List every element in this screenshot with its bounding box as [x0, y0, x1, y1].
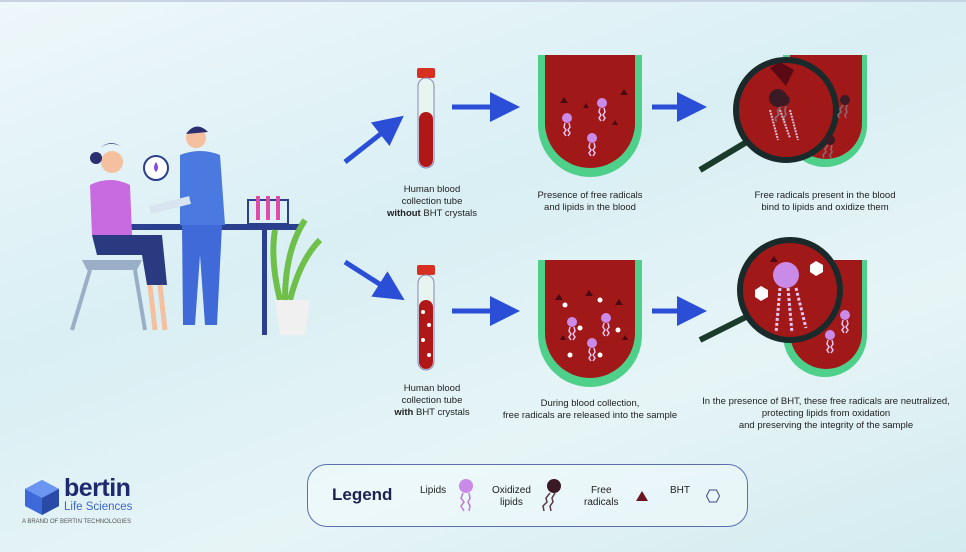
- magnified-bottom: [698, 237, 867, 377]
- beaker-bottom: [538, 260, 642, 387]
- caption-line: bind to lipids and oxidize them: [761, 202, 889, 213]
- caption-line: During blood collection,: [540, 398, 640, 409]
- flow-arrows: [343, 92, 707, 326]
- caption-line: Presence of free radicals: [537, 190, 643, 201]
- legend-label-lipids: Lipids: [420, 485, 447, 496]
- free-radical-triangle-icon: [636, 491, 648, 501]
- bertin-logo: bertin Life Sciences A BRAND OF BERTIN T…: [22, 474, 132, 525]
- blood-draw-scene: [70, 126, 323, 335]
- logo-subtitle: Life Sciences: [64, 501, 133, 513]
- caption-magnified-bottom: In the presence of BHT, these free radic…: [702, 396, 950, 432]
- beaker-top: [538, 55, 642, 177]
- magnified-top: [698, 55, 867, 173]
- caption-line: collection tube: [401, 196, 463, 207]
- caption-line: and lipids in the blood: [544, 202, 636, 213]
- caption-line: In the presence of BHT, these free radic…: [702, 396, 950, 407]
- legend-title: Legend: [332, 485, 393, 504]
- legend-label-line: Oxidized: [492, 485, 531, 496]
- legend-label-bht: BHT: [670, 485, 690, 496]
- caption-line: Free radicals present in the blood: [754, 190, 896, 201]
- legend-label-line: radicals: [584, 497, 619, 508]
- lipid-icon: [459, 479, 473, 512]
- caption-line: Human blood: [403, 184, 461, 195]
- caption-line: Human blood: [403, 383, 461, 394]
- tube-with-bht: [417, 265, 435, 371]
- legend-label-line: Free: [590, 485, 612, 496]
- caption-line: BHT crystals: [420, 208, 478, 219]
- logo-name: bertin: [64, 474, 131, 502]
- caption-line: free radicals are released into the samp…: [502, 410, 678, 421]
- caption-line: collection tube: [401, 395, 463, 406]
- caption-line: and preserving the integrity of the samp…: [738, 420, 914, 431]
- caption-emphasis: without: [386, 208, 421, 219]
- bht-hexagon-icon: [706, 489, 720, 503]
- caption-line: protecting lipids from oxidation: [761, 408, 891, 419]
- top-divider: [0, 0, 966, 2]
- caption-line: BHT crystals: [413, 407, 470, 418]
- oxidized-lipid-icon: [542, 479, 561, 512]
- cube-logo-icon: [25, 480, 59, 515]
- caption-emphasis: with: [394, 407, 414, 418]
- logo-brand-line: A BRAND OF BERTIN TECHNOLOGIES: [22, 519, 132, 525]
- legend-label-line: lipids: [500, 497, 523, 508]
- caption-beaker-bottom: During blood collection,free radicals ar…: [503, 398, 677, 422]
- tube-without-bht: [417, 68, 435, 169]
